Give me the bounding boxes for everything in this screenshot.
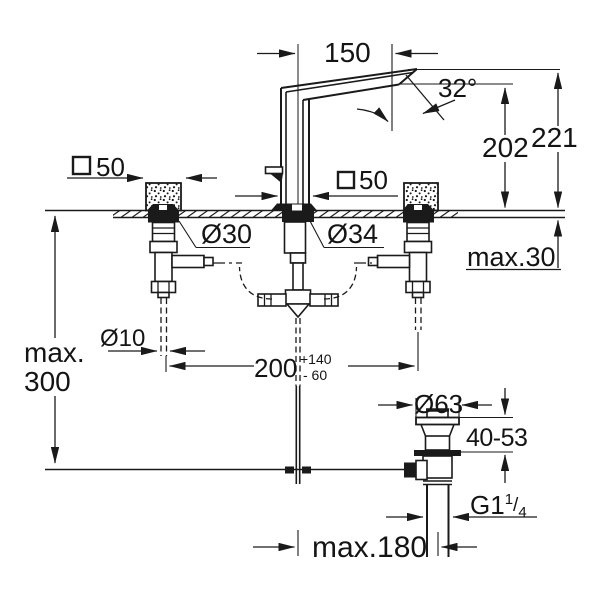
waste-seal-washer: [414, 450, 461, 456]
dimension-spout-reach: 150: [257, 37, 438, 131]
right-valve-body: [406, 221, 430, 243]
square-symbol: [336, 170, 356, 190]
deck-thickness-label: max.30: [467, 242, 556, 272]
left-valve-body: [151, 221, 176, 243]
square-symbol: [71, 155, 92, 176]
spout: [264, 44, 418, 211]
dimension-rod-offset: max.180: [253, 530, 477, 564]
drain-waste: [404, 408, 461, 557]
dimension-handle-square: 50: [67, 152, 217, 183]
spout-top-edge: [280, 68, 418, 89]
center-hole-label: Ø34: [327, 219, 378, 249]
dimension-hole-spacing: 200 +140 - 60: [165, 351, 416, 383]
mounting-deck: [45, 209, 565, 223]
center-shank-assembly: [45, 221, 404, 484]
spout-square-label: 50: [359, 165, 388, 195]
deck-hole-left: [148, 210, 179, 223]
dimension-rod-diameter: Ø10: [100, 325, 205, 356]
hole-spacing-tol-plus: +140: [300, 351, 332, 367]
rod-diameter-label: Ø10: [100, 325, 145, 352]
spout-shank-nut: [283, 221, 307, 254]
outlet-height-label: 202: [482, 132, 529, 163]
spray-angle-label: 32°: [438, 73, 477, 103]
waste-flange: [415, 416, 460, 426]
dimension-waste-flange: Ø63: [378, 389, 492, 419]
label-center-hole: Ø34: [309, 219, 384, 249]
dimension-below-deck-max: max. 300: [24, 215, 85, 464]
right-valve-outlet: [376, 254, 411, 269]
dimension-deck-thickness: max.30: [466, 219, 563, 272]
left-valve: [145, 182, 214, 356]
dimension-total-height: 221: [408, 68, 578, 209]
waste-clamp-range-label: 40-53: [466, 424, 527, 452]
total-height-label: 221: [531, 122, 578, 153]
dimension-waste-clamp-range: 40-53: [458, 388, 528, 483]
lever-connector-nut: [404, 462, 416, 478]
waste-thread-label: G11/4: [470, 490, 527, 521]
hole-spacing-tol-minus: - 60: [303, 367, 327, 383]
below-deck-max-label-1: max.: [24, 337, 85, 368]
dimension-waste-thread: G11/4: [386, 490, 537, 522]
right-valve: [367, 182, 439, 371]
handle-square-label: 50: [96, 152, 125, 182]
dimension-spout-square: 50: [235, 165, 398, 201]
flex-hose-right: [323, 266, 358, 300]
tee-cone: [285, 303, 311, 319]
deck-hole-right: [403, 210, 434, 223]
tee-connector: [284, 289, 312, 305]
deck-hole-center: [282, 210, 314, 222]
spout-reach-label: 150: [324, 37, 371, 68]
dimension-outlet-height: 202: [482, 87, 529, 209]
label-side-hole: Ø30: [178, 219, 252, 249]
angle-arc-arrow: [356, 107, 389, 122]
below-deck-max-label-2: 300: [24, 366, 71, 397]
spout-underside: [302, 83, 400, 101]
rod-offset-label: max.180: [312, 531, 427, 564]
side-hole-label: Ø30: [201, 219, 252, 249]
waste-flange-label: Ø63: [414, 389, 463, 419]
flex-hose-left: [238, 266, 273, 300]
pop-up-knob: [264, 166, 284, 175]
left-valve-outlet: [171, 254, 205, 269]
dimension-spray-angle: 32°: [356, 73, 513, 122]
rod-lever-joint: [285, 466, 294, 474]
hole-spacing-label: 200: [254, 353, 297, 383]
